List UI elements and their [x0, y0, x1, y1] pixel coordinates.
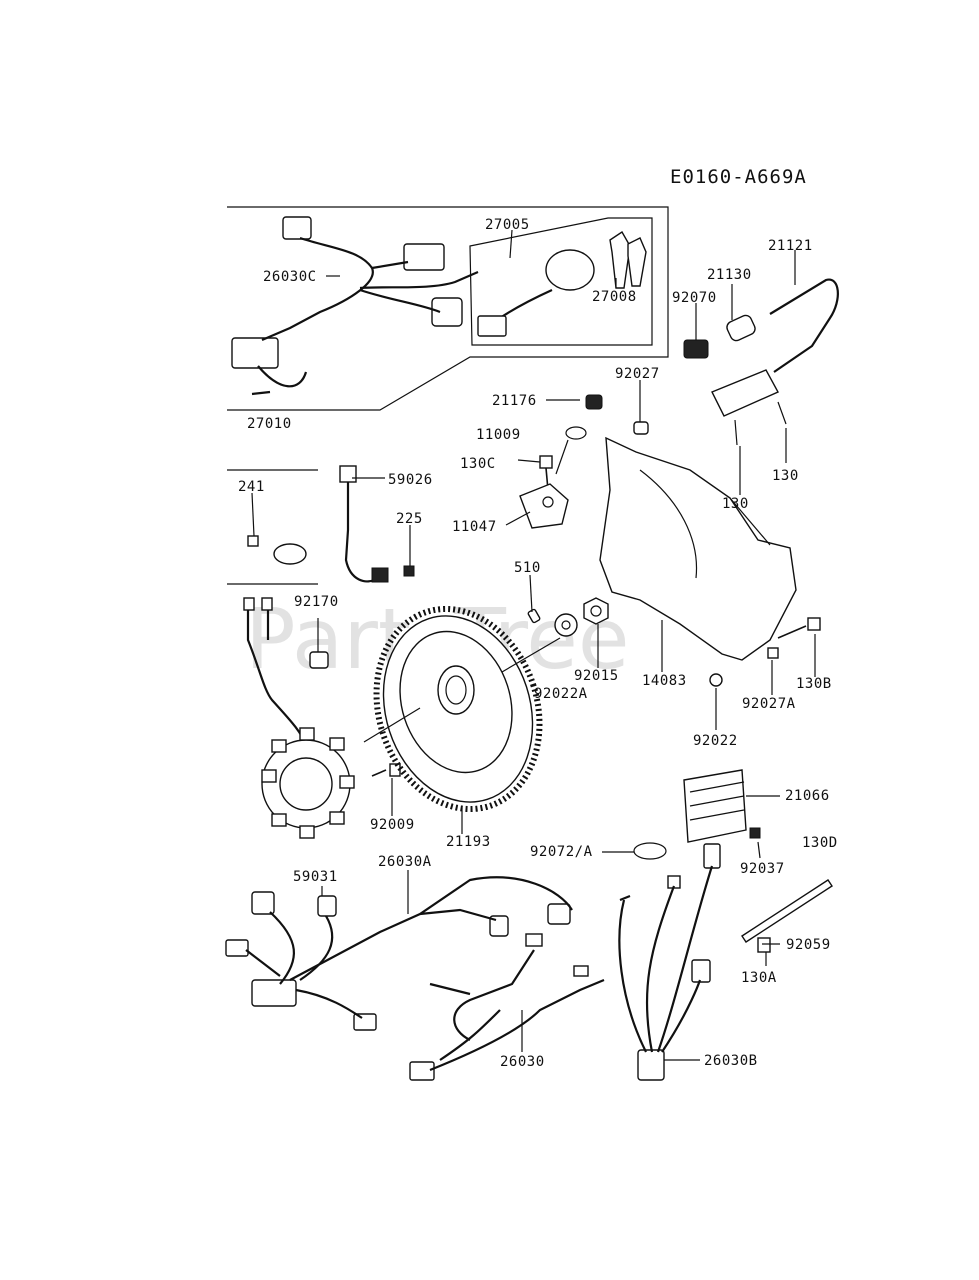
label-92059: 92059	[786, 937, 831, 953]
stator[interactable]	[243, 597, 355, 839]
wiring-harness-26030c[interactable]	[231, 216, 479, 396]
label-92027: 92027	[615, 366, 660, 382]
bolt-130a[interactable]	[757, 937, 771, 953]
label-130c: 130C	[460, 456, 496, 472]
stud-92059[interactable]	[741, 879, 833, 943]
gasket-11009[interactable]	[565, 426, 587, 440]
main-harness-26030a[interactable]	[225, 876, 573, 1031]
diagram-code: E0160-A669A	[670, 166, 807, 188]
washer-92022a[interactable]	[554, 613, 578, 637]
label-92022a: 92022A	[534, 686, 588, 702]
ignition-coil[interactable]	[711, 369, 787, 446]
label-130d: 130D	[802, 835, 838, 851]
label-241: 241	[238, 479, 265, 495]
label-59026: 59026	[388, 472, 433, 488]
label-26030c: 26030C	[263, 269, 317, 285]
label-21130: 21130	[707, 267, 752, 283]
bolt-130b[interactable]	[777, 617, 821, 639]
label-130-upper: 130	[772, 468, 799, 484]
oil-switch-21176[interactable]	[585, 394, 603, 410]
bolt-130c[interactable]	[539, 455, 553, 491]
label-11047: 11047	[452, 519, 497, 535]
shroud-14083[interactable]	[599, 436, 797, 661]
key-switch-27005[interactable]	[477, 249, 595, 337]
harness-26030b[interactable]	[618, 843, 721, 1081]
label-130a: 130A	[741, 970, 777, 986]
label-27008: 27008	[592, 289, 637, 305]
label-21176: 21176	[492, 393, 537, 409]
label-225: 225	[396, 511, 423, 527]
bolt-92009[interactable]	[371, 763, 401, 777]
label-92027a: 92027A	[742, 696, 796, 712]
sensor-lead-59026[interactable]	[339, 465, 389, 583]
collar-92027[interactable]	[633, 421, 649, 435]
label-26030: 26030	[500, 1054, 545, 1070]
label-92022: 92022	[693, 733, 738, 749]
label-21066: 21066	[785, 788, 830, 804]
label-21121: 21121	[768, 238, 813, 254]
label-14083: 14083	[642, 673, 687, 689]
spark-plug-wire-21121[interactable]	[769, 278, 839, 373]
label-92009: 92009	[370, 817, 415, 833]
label-510: 510	[514, 560, 541, 576]
washer-92022[interactable]	[709, 673, 723, 687]
clamp-92170[interactable]	[309, 651, 329, 669]
plug-cap-21130[interactable]	[725, 313, 757, 342]
label-92170: 92170	[294, 594, 339, 610]
label-130b: 130B	[796, 676, 832, 692]
label-92015: 92015	[574, 668, 619, 684]
label-92037: 92037	[740, 861, 785, 877]
spark-plug-92070[interactable]	[683, 339, 709, 359]
sensor-241[interactable]	[247, 535, 307, 565]
label-130-lower: 130	[722, 496, 749, 512]
label-21193: 21193	[446, 834, 491, 850]
label-27010: 27010	[247, 416, 292, 432]
nut-92015[interactable]	[583, 597, 609, 625]
screw-225[interactable]	[403, 565, 415, 577]
label-26030b: 26030B	[704, 1053, 758, 1069]
separators	[227, 469, 318, 585]
regulator-21066[interactable]	[683, 769, 747, 843]
screw-92037[interactable]	[749, 827, 761, 839]
key-510[interactable]	[527, 608, 541, 624]
label-27005: 27005	[485, 217, 530, 233]
leader-lines	[251, 229, 816, 1061]
label-92070: 92070	[672, 290, 717, 306]
part-labels: 27005 21121 21130 92070 26030C 27008 920…	[238, 217, 838, 1070]
collar-92027a[interactable]	[767, 647, 779, 659]
flywheel-21193[interactable]	[351, 588, 564, 831]
clamp-92072a[interactable]	[633, 842, 667, 860]
bracket-11047[interactable]	[519, 483, 569, 529]
harness-group-frame	[227, 206, 669, 411]
harness-26030[interactable]	[409, 933, 605, 1081]
label-11009: 11009	[476, 427, 521, 443]
label-26030a: 26030A	[378, 854, 432, 870]
label-92072a: 92072/A	[530, 844, 593, 860]
keys-27008[interactable]	[609, 231, 647, 289]
label-59031: 59031	[293, 869, 338, 885]
